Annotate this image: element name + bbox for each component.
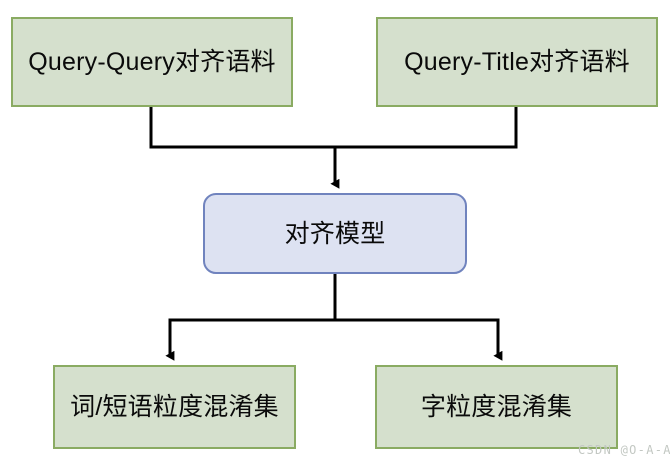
node-label: Query-Title对齐语料	[404, 48, 630, 76]
node-word-phrase-confusion-set[interactable]: 词/短语粒度混淆集	[53, 365, 296, 449]
csdn-watermark: CSDN @O-A-A	[578, 443, 670, 457]
node-label: 词/短语粒度混淆集	[70, 393, 279, 421]
node-query-title-corpus[interactable]: Query-Title对齐语料	[376, 17, 658, 107]
node-alignment-model[interactable]: 对齐模型	[203, 193, 467, 274]
node-query-query-corpus[interactable]: Query-Query对齐语料	[11, 17, 293, 107]
edge-query-query-to-model	[149, 107, 335, 149]
node-label: 对齐模型	[284, 219, 386, 248]
node-label: 字粒度混淆集	[420, 393, 573, 421]
edge-model-to-word-confusion-set	[165, 318, 335, 361]
edge-model-to-char-confusion-set	[335, 318, 503, 361]
node-char-confusion-set[interactable]: 字粒度混淆集	[375, 365, 618, 449]
node-label: Query-Query对齐语料	[28, 48, 276, 76]
edge-query-title-to-model	[335, 107, 518, 149]
